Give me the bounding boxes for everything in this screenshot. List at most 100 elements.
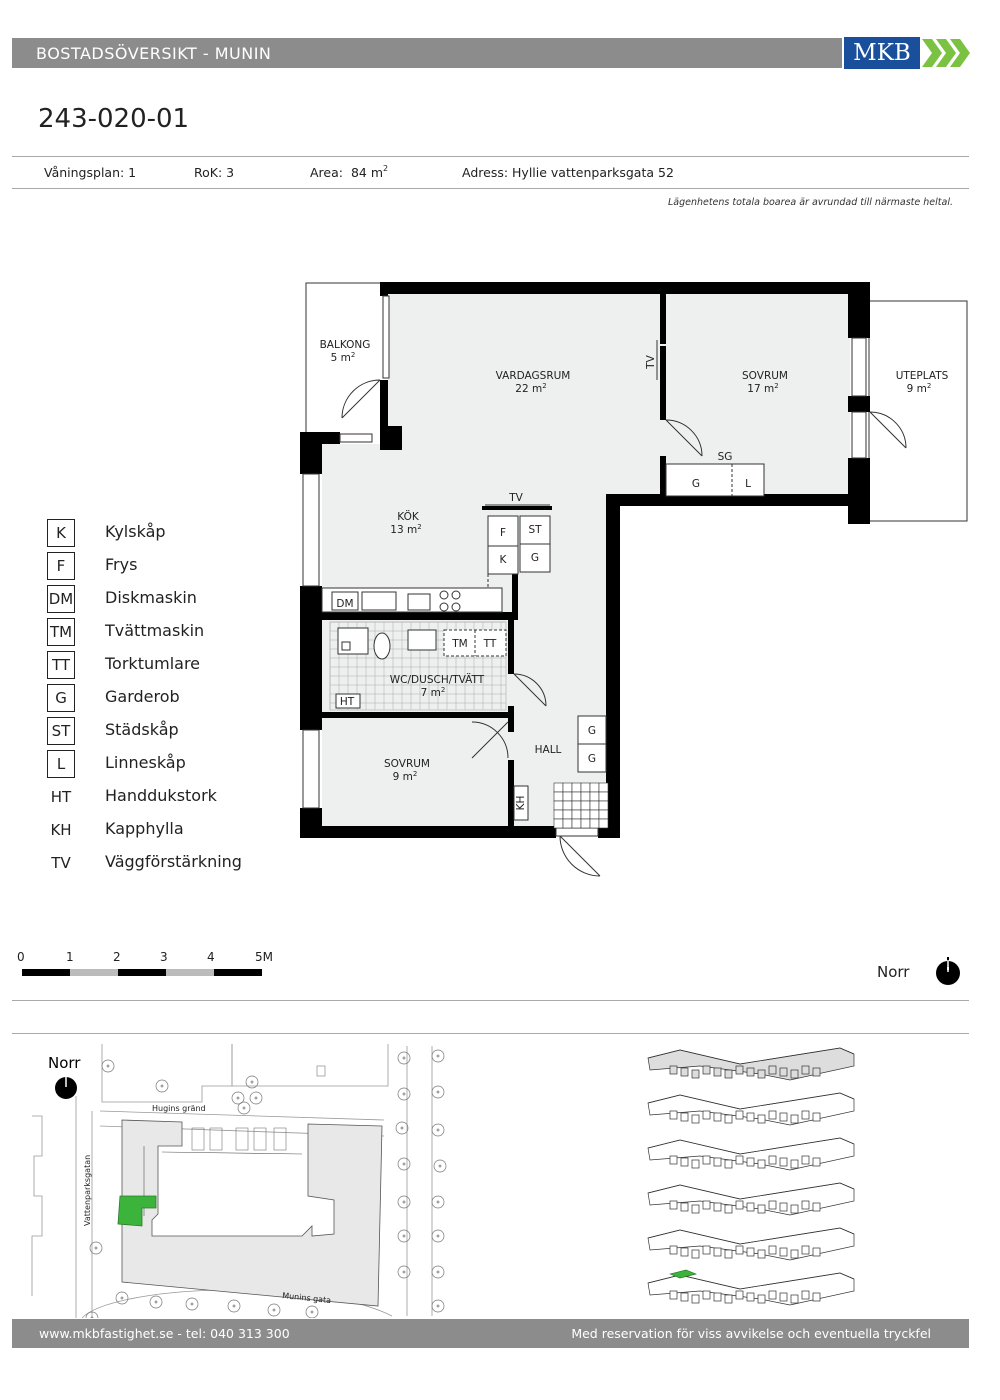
- legend-label: Linneskåp: [105, 753, 186, 772]
- area-note: Lägenhetens totala boarea är avrundad ti…: [667, 197, 953, 208]
- label-g-bedroom: G: [692, 478, 700, 490]
- divider-1: [12, 1000, 969, 1001]
- room-vardagsrum: VARDAGSRUM: [496, 370, 571, 382]
- highlighted-unit-iso: [669, 1269, 697, 1279]
- legend-label: Diskmaskin: [105, 588, 197, 607]
- label-tm: TM: [451, 638, 467, 650]
- scale-label-4: 4: [207, 950, 215, 964]
- legend-code: TM: [47, 618, 75, 646]
- area-sup: 2: [383, 164, 389, 173]
- room-sovrum-large: SOVRUM: [742, 370, 788, 382]
- room-labels: BALKONG 5 m2 VARDAGSRUM 22 m2 SOVRUM 17 …: [320, 339, 949, 783]
- label-st: ST: [528, 524, 542, 536]
- area-sovrum-large: 17 m2: [747, 382, 778, 395]
- address-info: Adress: Hyllie vattenparksgata 52: [462, 165, 674, 180]
- legend-code: L: [47, 750, 75, 778]
- north-label: Norr: [877, 963, 910, 981]
- legend-code: G: [47, 684, 75, 712]
- label-ht: HT: [340, 696, 355, 708]
- legend-code: K: [47, 519, 75, 547]
- label-tv-living: TV: [645, 354, 657, 369]
- legend-label: Kapphylla: [105, 819, 184, 838]
- bathroom-tiles: [329, 621, 507, 711]
- area-wc: 7 m2: [421, 686, 446, 699]
- legend-code: TV: [51, 854, 71, 872]
- map-north-icon: [55, 1077, 77, 1099]
- legend-code: HT: [50, 788, 72, 806]
- scale-seg: [166, 969, 214, 976]
- header-bar: BOSTADSÖVERSIKT - MUNIN: [12, 38, 842, 68]
- legend-code: F: [47, 552, 75, 580]
- tv-markers: [485, 340, 658, 506]
- fixture-labels: TV TV SG G L F ST K G DM TM TT HT G G KH: [336, 354, 751, 810]
- walls: [300, 282, 870, 838]
- legend-label: Kylskåp: [105, 522, 166, 541]
- logo-text: MKB: [844, 37, 920, 69]
- room-kok: KÖK: [397, 510, 420, 523]
- area-info: Area: 84 m2: [310, 164, 389, 180]
- scale-seg: [118, 969, 166, 976]
- rok-info: RoK: 3: [194, 165, 235, 180]
- area-uteplats: 9 m2: [907, 382, 932, 395]
- scale-label-3: 3: [160, 950, 168, 964]
- footer-bar: www.mkbfastighet.se - tel: 040 313 300 M…: [12, 1319, 969, 1348]
- area-sovrum-small: 9 m2: [393, 770, 418, 783]
- area-balkong: 5 m2: [331, 351, 356, 364]
- label-dm: DM: [336, 598, 353, 610]
- scale-seg: [70, 969, 118, 976]
- label-k: K: [500, 554, 508, 566]
- area-kok: 13 m2: [390, 523, 421, 536]
- label-sg: SG: [718, 451, 733, 463]
- kitchen-counter: [321, 574, 503, 613]
- footer-disclaimer: Med reservation för viss avvikelse och e…: [571, 1326, 931, 1341]
- room-hall: HALL: [535, 744, 562, 756]
- site-map: Hugins gränd Vattenparksgatan Munins gat…: [31, 1044, 447, 1318]
- label-g-hall-1: G: [588, 725, 596, 737]
- street-vattenparks: Vattenparksgatan: [83, 1155, 92, 1226]
- room-uteplats: UTEPLATS: [896, 370, 949, 382]
- legend-label: Torktumlare: [105, 654, 201, 673]
- street-hugins: Hugins gränd: [152, 1104, 206, 1113]
- highlighted-unit: [117, 1195, 157, 1227]
- scale-seg: [214, 969, 262, 976]
- legend-code: TT: [47, 651, 75, 679]
- floor-plan: BALKONG 5 m2 VARDAGSRUM 22 m2 SOVRUM 17 …: [300, 282, 968, 877]
- divider-2: [12, 1033, 969, 1034]
- header-title: BOSTADSÖVERSIKT - MUNIN: [36, 44, 272, 63]
- legend-label: Städskåp: [105, 720, 179, 739]
- hall-mat: [553, 782, 609, 829]
- building-floors: [647, 1047, 855, 1306]
- footer-contact: www.mkbfastighet.se - tel: 040 313 300: [39, 1326, 290, 1341]
- label-tv-kitchen: TV: [508, 492, 523, 504]
- label-tt: TT: [483, 638, 497, 650]
- info-row: Våningsplan: 1 RoK: 3 Area: 84 m2 Adress…: [12, 156, 969, 189]
- area-vardagsrum: 22 m2: [515, 382, 546, 395]
- label-f: F: [500, 527, 506, 539]
- legend-label: Frys: [105, 555, 138, 574]
- mkb-logo: MKB: [844, 36, 970, 70]
- room-wc: WC/DUSCH/TVÄTT: [390, 673, 485, 686]
- legend-label: Garderob: [105, 687, 180, 706]
- closets: [487, 463, 765, 821]
- scale-seg: [22, 969, 70, 976]
- scale-label-5: 5M: [255, 950, 273, 964]
- legend-label: Väggförstärkning: [105, 852, 242, 871]
- doors: [341, 379, 907, 877]
- north-compass-icon: [936, 957, 960, 985]
- legend-code: ST: [47, 717, 75, 745]
- area-value: 84 m: [350, 165, 383, 180]
- label-g-kitchen: G: [531, 552, 539, 564]
- apartment-id: 243-020-01: [38, 104, 190, 134]
- map-north-label: Norr: [48, 1054, 81, 1072]
- scale-label-0: 0: [17, 950, 25, 964]
- room-sovrum-small: SOVRUM: [384, 758, 430, 770]
- floor-area: [322, 294, 850, 826]
- logo-arrows-icon: [922, 39, 970, 67]
- legend-code: DM: [47, 585, 75, 613]
- floor-info: Våningsplan: 1: [44, 165, 137, 180]
- scale-label-1: 1: [66, 950, 74, 964]
- label-l: L: [745, 478, 751, 490]
- legend-label: Tvättmaskin: [105, 621, 205, 640]
- legend-code: KH: [50, 821, 72, 839]
- label-g-hall-2: G: [588, 753, 596, 765]
